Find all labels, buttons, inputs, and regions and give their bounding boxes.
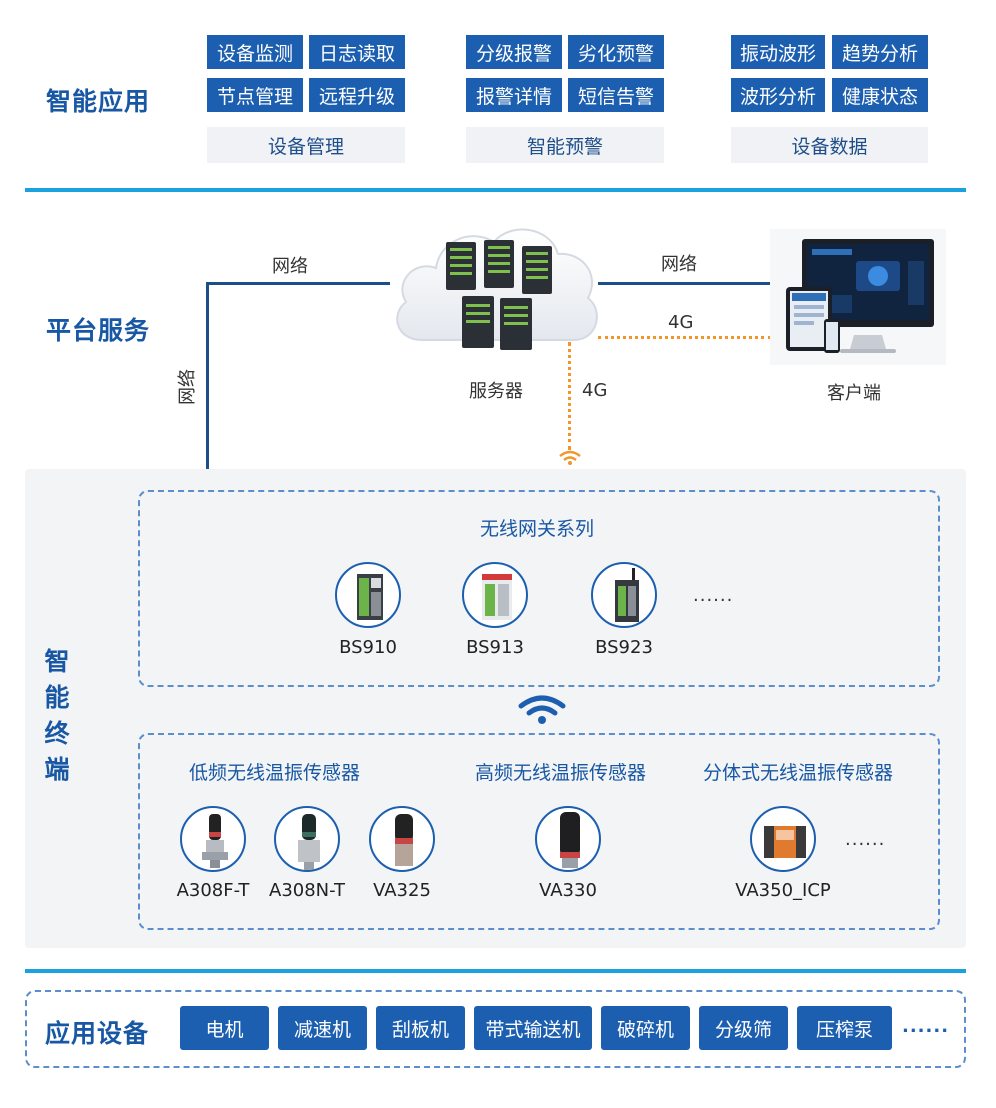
- gateway-bs913-label: BS913: [466, 637, 524, 658]
- sensor-a308f-t-image: [180, 806, 246, 872]
- equipment-press-pump[interactable]: 压榨泵: [797, 1006, 892, 1050]
- network-line-left-horizontal: [206, 282, 390, 285]
- terminal-title-char: 端: [44, 755, 70, 784]
- app-group-label-device-manage: 设备管理: [207, 127, 405, 163]
- app-button-alarm-details[interactable]: 报警详情: [466, 78, 562, 112]
- equipment-grading-screen[interactable]: 分级筛: [699, 1006, 788, 1050]
- link-4g-horizontal: [598, 336, 771, 339]
- equipment-scraper[interactable]: 刮板机: [376, 1006, 465, 1050]
- sensor-series-box: [138, 733, 940, 930]
- client-devices-icon: [786, 239, 934, 353]
- sensor-va350-icp-label: VA350_ICP: [735, 880, 831, 901]
- section-divider-top: [25, 188, 966, 192]
- network-line-vertical: [206, 282, 209, 469]
- network-label-left: 网络: [272, 256, 308, 277]
- sensor-more-ellipsis: ......: [845, 829, 886, 850]
- sensor-va325-label: VA325: [373, 880, 431, 901]
- app-button-device-monitor[interactable]: 设备监测: [207, 35, 303, 69]
- gateway-series-title: 无线网关系列: [480, 518, 595, 540]
- link-4g-label-right: 4G: [668, 312, 694, 333]
- equipment-belt-conveyor[interactable]: 带式输送机: [474, 1006, 592, 1050]
- terminal-title-char: 终: [44, 719, 70, 748]
- app-button-log-read[interactable]: 日志读取: [309, 35, 405, 69]
- client-label: 客户端: [827, 383, 881, 404]
- section-title-terminal: 智 能 终 端: [42, 644, 72, 788]
- server-cloud-icon: [396, 228, 598, 350]
- app-button-node-manage[interactable]: 节点管理: [207, 78, 303, 112]
- app-button-sms-alert[interactable]: 短信告警: [568, 78, 664, 112]
- network-label-right: 网络: [661, 254, 697, 275]
- gateway-bs923-image: [591, 562, 657, 628]
- gateway-more-ellipsis: ......: [693, 585, 734, 606]
- equipment-reducer[interactable]: 减速机: [278, 1006, 367, 1050]
- sensor-a308n-t-image: [274, 806, 340, 872]
- network-label-vertical: 网络: [177, 369, 198, 405]
- gateway-bs910-image: [335, 562, 401, 628]
- sensor-group-title-split: 分体式无线温振传感器: [703, 762, 894, 784]
- terminal-title-char: 智: [44, 647, 70, 676]
- sensor-va325-image: [369, 806, 435, 872]
- terminal-title-char: 能: [44, 683, 70, 712]
- equipment-crusher[interactable]: 破碎机: [601, 1006, 690, 1050]
- gateway-series-box: [138, 490, 940, 687]
- sensor-va330-label: VA330: [539, 880, 597, 901]
- sensor-group-title-low-freq: 低频无线温振传感器: [189, 762, 361, 784]
- app-button-waveform-analysis[interactable]: 波形分析: [731, 78, 825, 112]
- section-divider-bottom: [25, 969, 966, 973]
- sensor-group-title-high-freq: 高频无线温振传感器: [475, 762, 647, 784]
- app-button-trend-analysis[interactable]: 趋势分析: [832, 35, 928, 69]
- section-title-platform: 平台服务: [46, 316, 151, 345]
- link-4g-label-down: 4G: [582, 380, 608, 401]
- signal-icon-small: [559, 450, 581, 465]
- equipment-box: [25, 990, 966, 1068]
- sensor-a308n-t-label: A308N-T: [269, 880, 345, 901]
- wifi-icon: [518, 695, 566, 724]
- terminal-panel: [25, 469, 966, 948]
- section-title-smart-app: 智能应用: [46, 87, 151, 116]
- app-button-graded-alarm[interactable]: 分级报警: [466, 35, 562, 69]
- gateway-bs910-label: BS910: [339, 637, 397, 658]
- app-button-health-status[interactable]: 健康状态: [832, 78, 928, 112]
- app-group-label-smart-warning: 智能预警: [466, 127, 664, 163]
- gateway-bs913-image: [462, 562, 528, 628]
- app-button-degradation-warning[interactable]: 劣化预警: [568, 35, 664, 69]
- sensor-va350-icp-image: [750, 806, 816, 872]
- sensor-a308f-t-label: A308F-T: [176, 880, 250, 901]
- server-label: 服务器: [469, 381, 523, 402]
- equipment-more-ellipsis: ......: [902, 1016, 950, 1037]
- link-4g-vertical: [568, 342, 571, 450]
- app-button-vibration-waveform[interactable]: 振动波形: [731, 35, 825, 69]
- app-button-remote-upgrade[interactable]: 远程升级: [309, 78, 405, 112]
- equipment-motor[interactable]: 电机: [180, 1006, 269, 1050]
- gateway-bs923-label: BS923: [595, 637, 653, 658]
- section-title-equipment: 应用设备: [45, 1019, 150, 1048]
- sensor-va330-image: [535, 806, 601, 872]
- app-group-label-device-data: 设备数据: [731, 127, 928, 163]
- network-line-right-horizontal: [598, 282, 771, 285]
